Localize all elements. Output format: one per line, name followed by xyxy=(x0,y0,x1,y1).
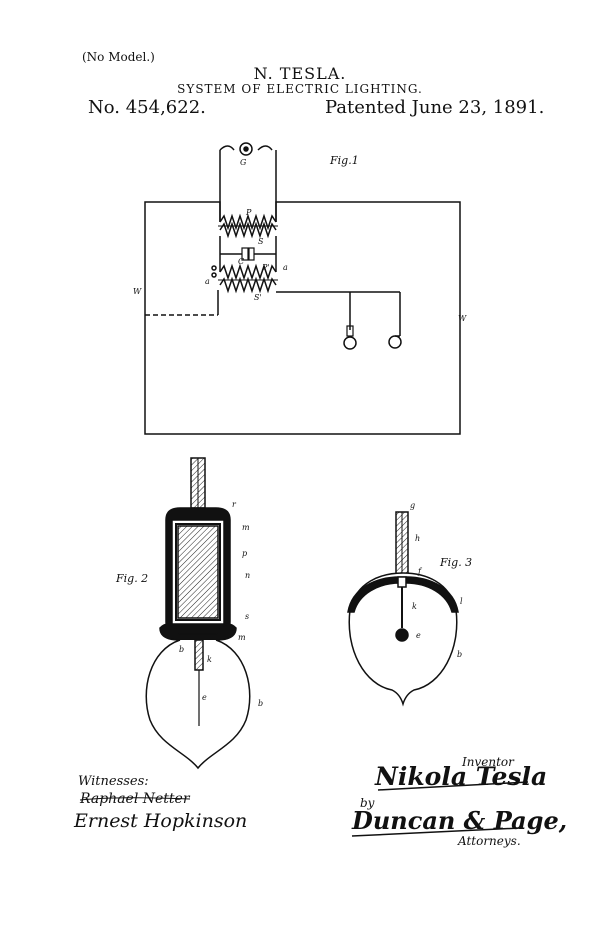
lamp-bulb-icon xyxy=(388,335,402,349)
witnesses-label: Witnesses: xyxy=(78,774,149,789)
fig2-letter-k: k xyxy=(207,655,212,664)
fig2-lamp xyxy=(145,457,251,770)
fig3-letter-k: k xyxy=(412,602,417,611)
patent-date: Patented June 23, 1891. xyxy=(325,97,545,118)
fig1-letter-p2: P' xyxy=(261,263,270,272)
witness-2-signature: Ernest Hopkinson xyxy=(74,810,248,832)
fig1-letter-a: a xyxy=(283,263,288,272)
fig3-label: Fig. 3 xyxy=(439,556,472,569)
primary-coil-p2 xyxy=(219,263,277,281)
fig3-letter-f: f xyxy=(417,567,423,576)
inventor-label: Inventor xyxy=(462,755,514,769)
fig2-letter-n: n xyxy=(245,571,250,580)
secondary-coil-s2 xyxy=(219,276,277,294)
line-w-loop xyxy=(144,201,461,435)
fig1-letter-p: P xyxy=(245,208,252,217)
attorneys-label: Attorneys. xyxy=(458,834,521,848)
fig2-letter-e: e xyxy=(202,693,207,702)
inventor-signature: Nikola Tesla xyxy=(375,762,548,791)
fig1-letter-c: C xyxy=(238,257,244,266)
fig1-letter-s2: S' xyxy=(254,293,262,302)
fig1-circuit xyxy=(144,142,461,435)
fig1-letter-g: G xyxy=(240,158,247,167)
secondary-coil-s xyxy=(219,221,277,239)
fig2-letter-r: r xyxy=(232,500,237,509)
condenser-c xyxy=(241,247,249,261)
fig1-letter-w-left: W xyxy=(133,287,142,296)
attorneys-signature: Duncan & Page, xyxy=(352,806,568,835)
generator-icon xyxy=(239,142,253,156)
patent-number: No. 454,622. xyxy=(88,97,206,118)
fig2-letter-b2: b xyxy=(258,699,263,708)
patent-title: SYSTEM OF ELECTRIC LIGHTING. xyxy=(177,82,423,96)
inventor-name: N. TESLA. xyxy=(253,64,347,83)
fig1-letter-w-right: W xyxy=(458,314,467,323)
fig2-letter-m: m xyxy=(242,523,250,532)
fig3-letter-b: b xyxy=(457,650,462,659)
fig1-letter-s: S xyxy=(258,237,264,246)
no-model-note: (No Model.) xyxy=(82,50,155,64)
witness-1-signature: Raphael Netter xyxy=(80,791,190,807)
lamp-bulb-icon xyxy=(343,336,357,350)
fig2-letter-b: b xyxy=(179,645,184,654)
fig2-letter-p: p xyxy=(242,549,247,558)
fig3-letter-l: l xyxy=(460,597,463,606)
fig3-globe xyxy=(347,511,459,707)
fig2-letter-m2: m xyxy=(238,633,246,642)
fig1-letter-a2: a xyxy=(205,277,210,286)
fig3-letter-h: h xyxy=(415,534,420,543)
fig2-letter-s: s xyxy=(245,612,249,621)
fig3-letter-e: e xyxy=(416,631,421,640)
fig2-label: Fig. 2 xyxy=(115,572,148,585)
primary-coil-p xyxy=(219,213,277,231)
fig3-letter-g: g xyxy=(410,501,415,510)
fig1-label: Fig.1 xyxy=(329,154,359,167)
by-label: by xyxy=(360,796,375,810)
